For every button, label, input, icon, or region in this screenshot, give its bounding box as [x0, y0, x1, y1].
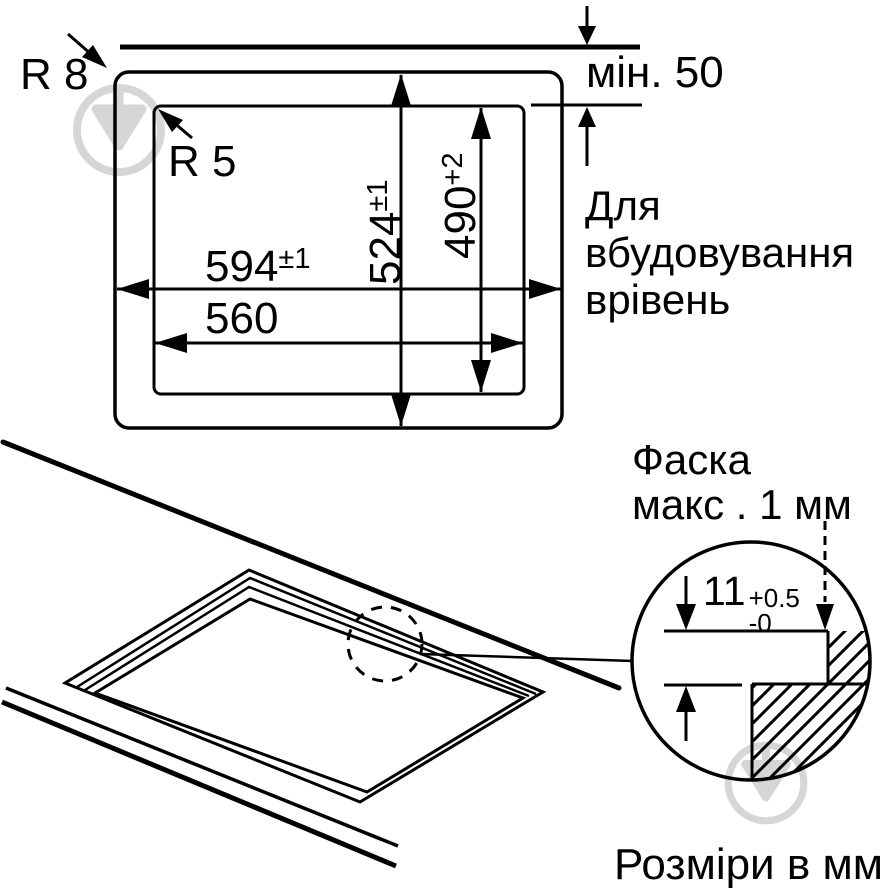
detail-marker-dashed-circle — [346, 605, 424, 683]
recess-depth-dimension: 11 +0.5 -0 — [703, 568, 800, 638]
cutout-depth-value: 490 — [436, 185, 485, 259]
outer-width-tolerance: ±1 — [278, 243, 311, 275]
outer-depth-dimension: 524±1 — [356, 179, 410, 285]
recess-depth-arrows — [676, 576, 696, 741]
recess-depth-tolerance-minus: -0 — [748, 608, 772, 638]
outer-width-dimension-line — [117, 279, 561, 299]
cross-section-hatch-upper — [828, 631, 871, 684]
worktop-front-top-edge — [5, 686, 399, 848]
recess-step-line-2 — [84, 585, 530, 698]
flush-note-line-3: врівень — [585, 276, 731, 323]
flush-note-line-2: вбудовування — [585, 229, 855, 276]
hob-outer-outline — [113, 70, 564, 430]
worktop-rear-edge — [0, 439, 622, 691]
min-clearance-label: мін. 50 — [586, 48, 724, 97]
cutout-depth-dimension: 490+2 — [431, 152, 485, 260]
cross-section-hatch-lower — [752, 684, 868, 780]
chamfer-note-line-2: макс . 1 мм — [632, 481, 852, 528]
outer-depth-tolerance: ±1 — [362, 179, 394, 212]
detail-circle — [630, 540, 872, 782]
cutout-hole-outline — [91, 597, 527, 794]
flush-mounting-note: Для вбудовування врівень — [585, 182, 854, 323]
outer-depth-value: 524 — [361, 211, 410, 285]
min-clearance-arrows — [578, 6, 596, 166]
cutout-width-dimension: 560 — [205, 297, 278, 341]
units-note: Розміри в мм — [614, 840, 880, 889]
recess-depth-tolerance-plus: +0.5 — [748, 583, 800, 613]
chamfer-note-line-1: Фаска — [632, 436, 751, 483]
outer-width-dimension: 594±1 — [205, 245, 310, 289]
cutout-radius-label: R 5 — [168, 137, 237, 186]
flush-note-line-1: Для — [585, 182, 661, 229]
detail-view-drawing — [630, 521, 872, 782]
recess-depth-value: 11 — [703, 568, 746, 614]
chamfer-note: Фаска макс . 1 мм — [632, 437, 852, 527]
cutout-outline — [152, 104, 526, 396]
outer-width-value: 594 — [205, 242, 279, 291]
recess-depth-tolerance: +0.5 -0 — [748, 583, 800, 638]
detail-leader-line — [419, 652, 634, 663]
worktop-perspective-drawing — [0, 439, 634, 869]
chamfer-pointer — [816, 521, 834, 630]
watermark-logo — [77, 88, 161, 172]
recess-outer-outline — [61, 568, 547, 804]
outer-radius-arrow — [67, 32, 107, 68]
cutout-depth-dimension-line — [471, 107, 491, 392]
cutout-depth-tolerance: +2 — [437, 152, 469, 186]
cutout-width-dimension-line — [155, 333, 523, 353]
top-view-drawing — [67, 6, 642, 430]
cutout-radius-arrow — [158, 109, 193, 140]
outer-radius-label: R 8 — [20, 50, 89, 99]
worktop-front-bottom-edge — [1, 699, 397, 869]
cutout-width-value: 560 — [205, 294, 279, 343]
outer-depth-dimension-line — [391, 74, 411, 426]
